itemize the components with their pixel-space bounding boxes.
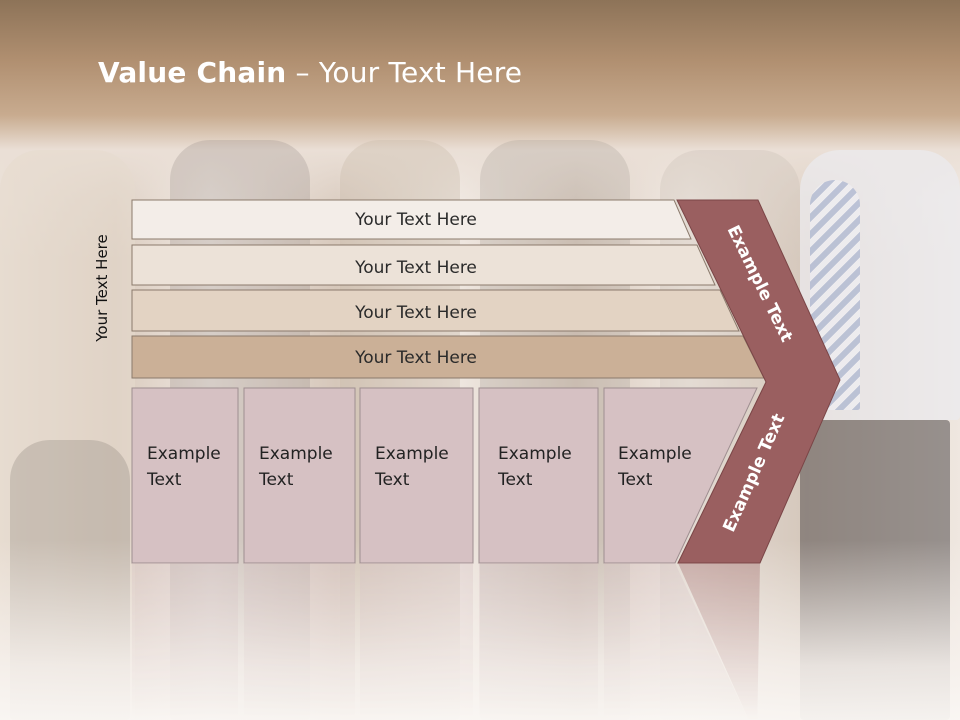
box-4-rect xyxy=(478,387,599,564)
box-2[interactable]: Example Text xyxy=(243,387,356,564)
box-5-line1: Example xyxy=(618,444,692,464)
box-5[interactable]: Example Text xyxy=(603,387,758,564)
row-4[interactable]: Your Text Here xyxy=(131,335,765,379)
row-2-bar xyxy=(131,244,716,286)
row-3-bar xyxy=(131,289,740,332)
box-3-rect xyxy=(359,387,474,564)
row-3[interactable]: Your Text Here xyxy=(131,289,740,332)
row-2-label: Your Text Here xyxy=(354,258,477,278)
box-1[interactable]: Example Text xyxy=(131,387,239,564)
row-3-label: Your Text Here xyxy=(354,303,477,323)
slide-title: Value Chain – Your Text Here xyxy=(98,56,522,89)
box-1-line1: Example xyxy=(147,444,221,464)
title-bold: Value Chain xyxy=(98,56,287,89)
title-rest: – Your Text Here xyxy=(286,56,523,89)
row-1-label: Your Text Here xyxy=(354,210,477,230)
box-3-line1: Example xyxy=(375,444,449,464)
row-4-label: Your Text Here xyxy=(354,348,477,368)
row-2[interactable]: Your Text Here xyxy=(131,244,716,286)
box-4-line1: Example xyxy=(498,444,572,464)
row-1-bar xyxy=(131,199,692,240)
box-3[interactable]: Example Text xyxy=(359,387,474,564)
box-2-line2: Text xyxy=(258,470,294,490)
box-1-line2: Text xyxy=(146,470,182,490)
box-4[interactable]: Example Text xyxy=(478,387,599,564)
box-2-line1: Example xyxy=(259,444,333,464)
box-2-rect xyxy=(243,387,356,564)
box-1-rect xyxy=(131,387,239,564)
diagram-reflection xyxy=(132,563,760,720)
box-3-line2: Text xyxy=(374,470,410,490)
box-5-line2: Text xyxy=(617,470,653,490)
box-4-line2: Text xyxy=(497,470,533,490)
row-1[interactable]: Your Text Here xyxy=(131,199,692,240)
